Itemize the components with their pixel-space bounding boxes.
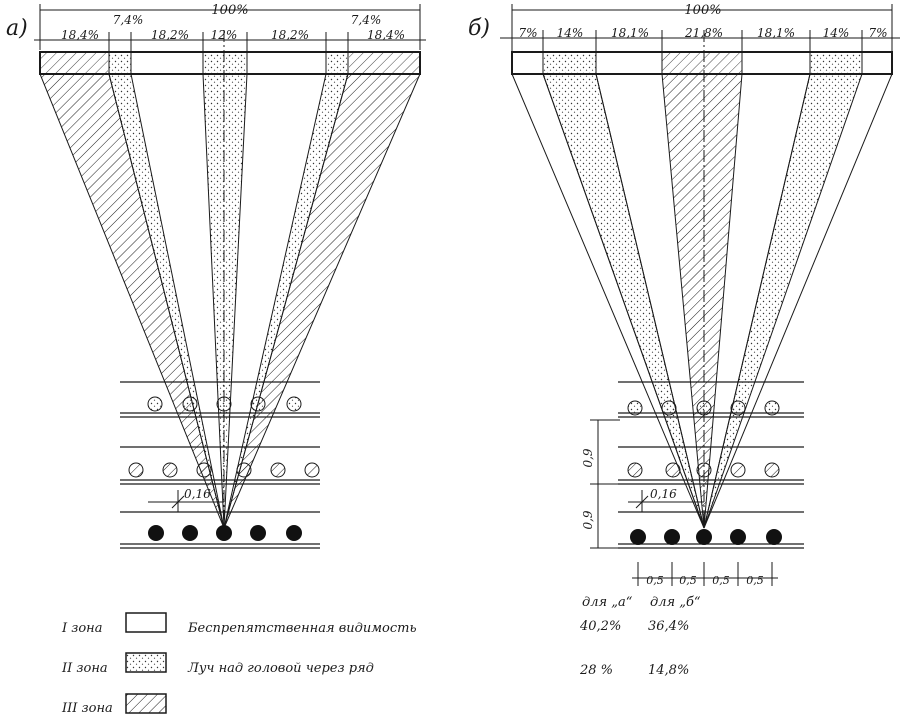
- zone-ii-center: [202, 73, 248, 529]
- legend-desc-1: Беспрепятственная видимость: [187, 621, 417, 636]
- seg-b-5: 18,1%: [757, 26, 795, 40]
- legend: I зона Беспрепятственная видимость II зо…: [61, 595, 701, 716]
- seg-b-1: 7%: [518, 26, 537, 40]
- panel-a: а) 100% 18,4: [6, 3, 426, 549]
- panel-a-label: а): [6, 16, 28, 41]
- vdim-b-1: 0,9: [581, 448, 595, 467]
- hdim-b-4: 0,5: [746, 574, 764, 587]
- legend-col-a: для „а“: [582, 595, 633, 610]
- panel-b-label: б): [468, 16, 490, 41]
- seg-a-6: 7,4%: [351, 13, 382, 27]
- offset-b-label: 0,16: [650, 487, 677, 501]
- legend-zone-1: I зона: [61, 621, 103, 636]
- row-3-heads-b: [627, 400, 780, 416]
- legend-zone-3: III зона: [61, 701, 113, 716]
- seg-a-1: 18,4%: [61, 28, 99, 42]
- row-3-heads: [147, 396, 302, 412]
- legend-col-b: для „б“: [650, 595, 701, 610]
- legend-zone-2: II зона: [61, 661, 108, 676]
- legend-val-b-1: 36,4%: [648, 619, 689, 634]
- legend-swatch-2: [125, 652, 167, 673]
- seg-b-2: 14%: [557, 26, 584, 40]
- seg-b-3: 18,1%: [611, 26, 649, 40]
- seg-b-6: 14%: [823, 26, 850, 40]
- vdim-b-2: 0,9: [581, 510, 595, 529]
- row-1-heads-b: [630, 529, 782, 545]
- seg-a-7: 18,4%: [367, 28, 405, 42]
- hdim-b-3: 0,5: [712, 574, 730, 587]
- legend-desc-2: Луч над головой через ряд: [187, 661, 374, 676]
- legend-val-a-1: 40,2%: [579, 619, 621, 634]
- total-dim-label: 100%: [211, 3, 248, 18]
- seg-a-5: 18,2%: [271, 28, 309, 42]
- hdim-b-2: 0,5: [679, 574, 697, 587]
- row-2-heads-b: [627, 462, 780, 478]
- legend-swatch-3: [125, 693, 167, 714]
- legend-swatch-1: [125, 612, 167, 633]
- seg-b-7: 7%: [868, 26, 887, 40]
- zone-ii-left: [108, 73, 225, 529]
- seg-a-4: 12%: [211, 28, 238, 42]
- legend-val-b-2: 14,8%: [648, 663, 689, 678]
- row-1-heads: [148, 525, 302, 541]
- zone-iii-center-b: [661, 73, 743, 529]
- legend-val-a-2: 28 %: [579, 663, 613, 678]
- seg-b-4: 21,8%: [684, 26, 723, 40]
- panel-b: б) 100% 7% 14% 18,1% 21,8% 18,1: [468, 3, 900, 587]
- row-2-heads: [128, 462, 320, 478]
- total-dim-label-b: 100%: [684, 3, 721, 18]
- offset-a-label: 0,16: [184, 487, 211, 501]
- zone-iii-right: [223, 73, 421, 529]
- seg-a-2: 7,4%: [113, 13, 144, 27]
- hdim-b-1: 0,5: [646, 574, 664, 587]
- seg-a-3: 18,2%: [151, 28, 189, 42]
